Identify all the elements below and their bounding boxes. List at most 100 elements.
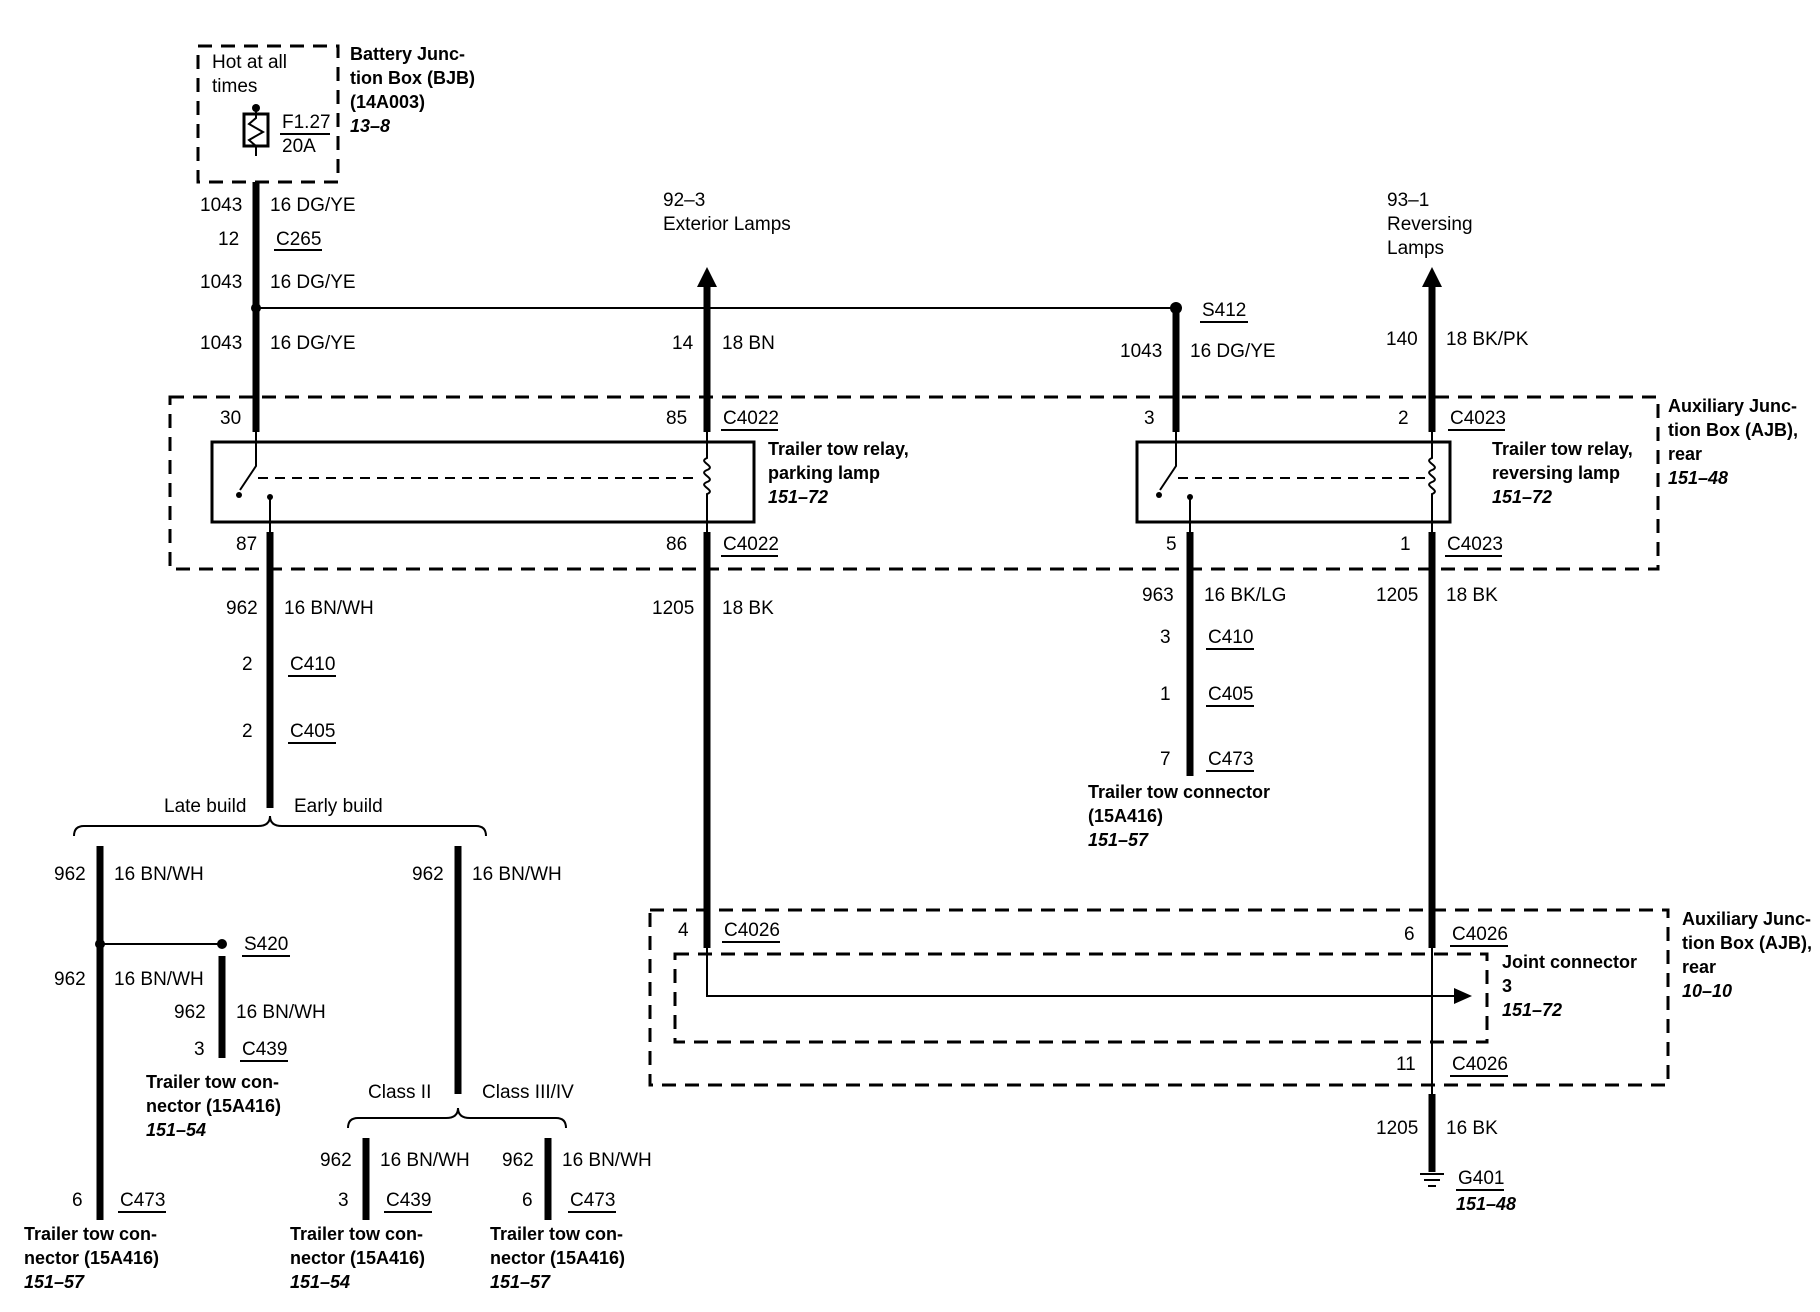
c4026-pin: 4 xyxy=(678,920,689,941)
relay-connector: C4023 xyxy=(1447,534,1503,555)
late-build-branch: 962 16 BN/WH S420 962 16 BN/WH 962 16 BN… xyxy=(24,846,326,1292)
arrow-up-icon xyxy=(1422,267,1442,287)
wire-gauge: 16 BN/WH xyxy=(380,1150,470,1171)
c439-pin: 3 xyxy=(194,1039,205,1060)
wire-gauge: 18 BK/PK xyxy=(1446,329,1529,350)
relay-pin: 30 xyxy=(220,408,241,429)
c4026-label: C4026 xyxy=(1452,1054,1508,1075)
g401-ref: 151–48 xyxy=(1456,1194,1516,1214)
reversing-lamps-ref: 93–1 xyxy=(1387,190,1429,211)
c473-line2: nector (15A416) xyxy=(24,1248,159,1268)
relay-connector: C4022 xyxy=(723,408,779,429)
c265-label: C265 xyxy=(276,229,321,250)
wire-circuit-1205: 1205 xyxy=(1376,1118,1418,1139)
class-brace-icon xyxy=(347,1107,567,1129)
wire-gauge: 16 DG/YE xyxy=(1190,341,1276,362)
wire-circuit-962: 962 xyxy=(174,1002,206,1023)
bjb-name-line1: Battery Junc- xyxy=(350,44,465,64)
wire-gauge: 16 BN/WH xyxy=(114,864,204,885)
wire-gauge: 16 BK/LG xyxy=(1204,585,1286,606)
ajb-line1: Auxiliary Junc- xyxy=(1682,909,1811,929)
c439-label: C439 xyxy=(386,1190,431,1211)
ajb-line3: rear xyxy=(1682,957,1716,977)
wire-gauge: 16 DG/YE xyxy=(270,272,356,293)
joint-line2: 3 xyxy=(1502,976,1512,996)
joint-ref: 151–72 xyxy=(1502,1000,1562,1020)
c473-label: C473 xyxy=(1208,749,1253,770)
c439-line2: nector (15A416) xyxy=(290,1248,425,1268)
fuse-id: F1.27 xyxy=(282,112,331,133)
c439-ref: 151–54 xyxy=(290,1272,350,1292)
c410-pin: 3 xyxy=(1160,627,1171,648)
c4026-label: C4026 xyxy=(724,920,780,941)
c439-ref: 151–54 xyxy=(146,1120,206,1140)
wire-962-trunk: 962 16 BN/WH 2 C410 2 C405 Late build Ea… xyxy=(73,532,487,837)
wire-gauge: 16 BN/WH xyxy=(114,969,204,990)
c473-ref: 151–57 xyxy=(490,1272,551,1292)
bjb-feed-wire: 1043 16 DG/YE 12 C265 1043 16 DG/YE 1043… xyxy=(200,104,356,432)
relay-switch-icon xyxy=(1159,432,1177,491)
ground-icon xyxy=(1420,1173,1444,1187)
early-build-label: Early build xyxy=(294,796,383,817)
late-build-label: Late build xyxy=(164,796,246,817)
wire-gauge: 18 BN xyxy=(722,333,775,354)
exterior-lamps-ref: 92–3 xyxy=(663,190,705,211)
wire-circuit-962: 962 xyxy=(502,1150,534,1171)
relay-parking-lamp: 30 85 C4022 87 86 C4022 Trailer tow rela… xyxy=(210,408,909,557)
ajb-line3: rear xyxy=(1668,444,1702,464)
relay-name-line2: parking lamp xyxy=(768,463,880,483)
wire-circuit-962: 962 xyxy=(226,598,258,619)
wire-gauge: 16 BN/WH xyxy=(472,864,562,885)
relay-ref: 151–72 xyxy=(1492,487,1552,507)
c4026-label: C4026 xyxy=(1452,924,1508,945)
relay-pin: 3 xyxy=(1144,408,1155,429)
bjb-hot-line2: times xyxy=(212,76,257,97)
s412-label: S412 xyxy=(1202,300,1246,321)
wire-gauge: 16 BN/WH xyxy=(284,598,374,619)
ajb-rear-top-box: Auxiliary Junc- tion Box (AJB), rear 151… xyxy=(168,395,1798,571)
c473-pin: 7 xyxy=(1160,749,1171,770)
wire-circuit-1043: 1043 xyxy=(1120,341,1162,362)
battery-junction-box: Hot at all times F1.27 20A Battery Junc-… xyxy=(196,44,475,184)
build-brace-icon xyxy=(73,815,487,837)
relay-name-line2: reversing lamp xyxy=(1492,463,1620,483)
s412-splice: S412 1043 16 DG/YE xyxy=(256,300,1276,432)
wire-1205-right: 1205 18 BK xyxy=(1376,532,1498,948)
wire-circuit-1043: 1043 xyxy=(200,333,242,354)
reversing-lamps-line2: Lamps xyxy=(1387,238,1444,259)
relay-pin: 86 xyxy=(666,534,687,555)
c473-ref: 151–57 xyxy=(24,1272,85,1292)
ajb-ref: 10–10 xyxy=(1682,981,1732,1001)
relay-connector: C4023 xyxy=(1450,408,1506,429)
wire-circuit-140: 140 xyxy=(1386,329,1418,350)
connector-ref: 151–57 xyxy=(1088,830,1149,850)
ground-g401: 1205 16 BK G401 151–48 xyxy=(1376,1094,1516,1214)
s420-label: S420 xyxy=(244,934,288,955)
fuse-element-icon xyxy=(247,110,266,156)
wire-gauge: 18 BK xyxy=(722,598,774,619)
c410-label: C410 xyxy=(1208,627,1253,648)
c4026-pin: 6 xyxy=(1404,924,1415,945)
class-iii-iv-label: Class III/IV xyxy=(482,1082,574,1103)
wire-circuit-1205: 1205 xyxy=(1376,585,1418,606)
relay-pin: 2 xyxy=(1398,408,1409,429)
joint-route-line xyxy=(706,948,1460,997)
wire-circuit-14: 14 xyxy=(672,333,694,354)
joint-line1: Joint connector xyxy=(1502,952,1637,972)
relay-name-line1: Trailer tow relay, xyxy=(1492,439,1633,459)
bjb-ref: 13–8 xyxy=(350,116,390,136)
connector-line1: Trailer tow connector xyxy=(1088,782,1270,802)
c473-pin: 6 xyxy=(522,1190,533,1211)
relay-pin: 1 xyxy=(1400,534,1411,555)
c439-line1: Trailer tow con- xyxy=(146,1072,279,1092)
exterior-lamps-label: Exterior Lamps xyxy=(663,214,791,235)
wire-circuit-962: 962 xyxy=(320,1150,352,1171)
c473-label: C473 xyxy=(570,1190,615,1211)
wire-circuit-963: 963 xyxy=(1142,585,1174,606)
wire-circuit-1043: 1043 xyxy=(200,195,242,216)
reversing-lamps-line1: Reversing xyxy=(1387,214,1473,235)
relay-pin: 85 xyxy=(666,408,687,429)
fuse-rating: 20A xyxy=(282,136,316,157)
wire-circuit-962: 962 xyxy=(412,864,444,885)
